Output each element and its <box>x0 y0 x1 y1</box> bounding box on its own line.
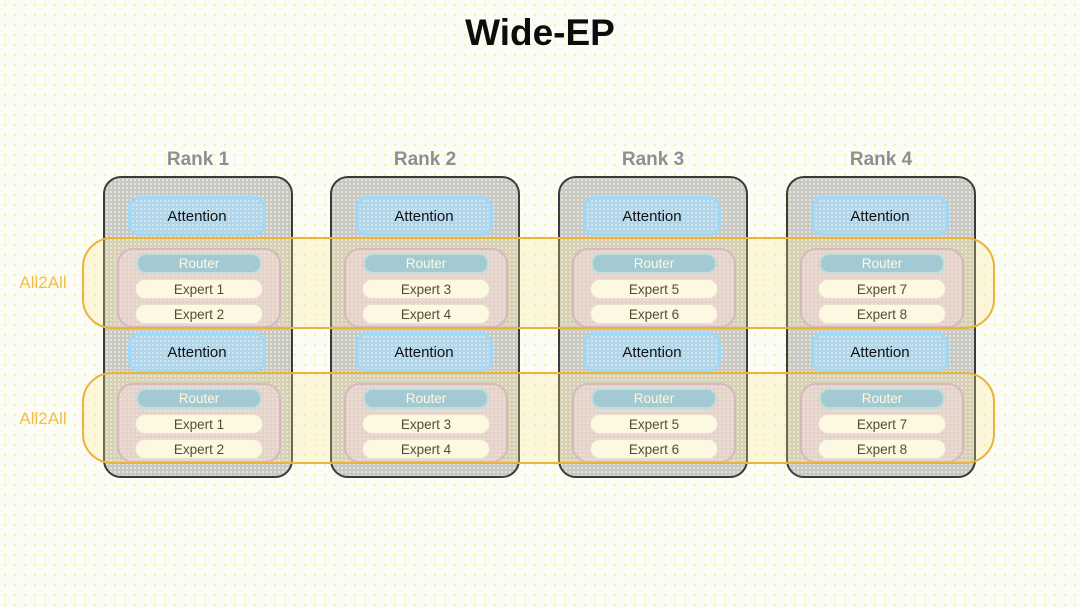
rank-column-4: Rank 4 Attention Router Expert 7 Expert … <box>786 148 976 478</box>
moe-container: Router Expert 1 Expert 2 <box>117 248 281 328</box>
rank-box: Attention Router Expert 1 Expert 2 Atten… <box>103 176 293 478</box>
moe-container: Router Expert 3 Expert 4 <box>344 248 508 328</box>
expert-block: Expert 5 <box>590 414 718 434</box>
expert-block: Expert 2 <box>135 439 263 459</box>
expert-block: Expert 3 <box>362 414 490 434</box>
rank-column-2: Rank 2 Attention Router Expert 3 Expert … <box>330 148 520 478</box>
expert-block: Expert 6 <box>590 304 718 324</box>
attention-block: Attention <box>128 196 266 236</box>
moe-container: Router Expert 3 Expert 4 <box>344 383 508 463</box>
attention-block: Attention <box>355 196 493 236</box>
page-title: Wide-EP <box>465 12 615 53</box>
expert-block: Expert 5 <box>590 279 718 299</box>
moe-container: Router Expert 7 Expert 8 <box>800 383 964 463</box>
expert-block: Expert 4 <box>362 304 490 324</box>
attention-block: Attention <box>583 196 721 236</box>
all2all-label-2: All2All <box>19 409 67 428</box>
moe-container: Router Expert 7 Expert 8 <box>800 248 964 328</box>
rank-label: Rank 1 <box>166 149 230 170</box>
rank-box: Attention Router Expert 7 Expert 8 Atten… <box>786 176 976 478</box>
router-block: Router <box>819 388 945 409</box>
attention-block: Attention <box>355 332 493 372</box>
expert-block: Expert 6 <box>590 439 718 459</box>
expert-block: Expert 8 <box>818 439 946 459</box>
router-block: Router <box>136 388 262 409</box>
rank-box: Attention Router Expert 5 Expert 6 Atten… <box>558 176 748 478</box>
expert-block: Expert 4 <box>362 439 490 459</box>
rank-column-1: Rank 1 Attention Router Expert 1 Expert … <box>103 148 293 478</box>
rank-label: Rank 3 <box>621 149 685 170</box>
expert-block: Expert 1 <box>135 279 263 299</box>
expert-block: Expert 2 <box>135 304 263 324</box>
rank-box: Attention Router Expert 3 Expert 4 Atten… <box>330 176 520 478</box>
attention-block: Attention <box>811 196 949 236</box>
expert-block: Expert 3 <box>362 279 490 299</box>
moe-container: Router Expert 5 Expert 6 <box>572 383 736 463</box>
expert-block: Expert 8 <box>818 304 946 324</box>
router-block: Router <box>591 388 717 409</box>
moe-container: Router Expert 5 Expert 6 <box>572 248 736 328</box>
router-block: Router <box>363 253 489 274</box>
expert-block: Expert 7 <box>818 414 946 434</box>
expert-block: Expert 1 <box>135 414 263 434</box>
moe-container: Router Expert 1 Expert 2 <box>117 383 281 463</box>
rank-label: Rank 2 <box>393 149 457 170</box>
rank-label: Rank 4 <box>849 149 913 170</box>
router-block: Router <box>136 253 262 274</box>
router-block: Router <box>591 253 717 274</box>
attention-block: Attention <box>811 332 949 372</box>
attention-block: Attention <box>583 332 721 372</box>
router-block: Router <box>363 388 489 409</box>
attention-block: Attention <box>128 332 266 372</box>
all2all-label-1: All2All <box>19 273 67 292</box>
rank-column-3: Rank 3 Attention Router Expert 5 Expert … <box>558 148 748 478</box>
router-block: Router <box>819 253 945 274</box>
expert-block: Expert 7 <box>818 279 946 299</box>
